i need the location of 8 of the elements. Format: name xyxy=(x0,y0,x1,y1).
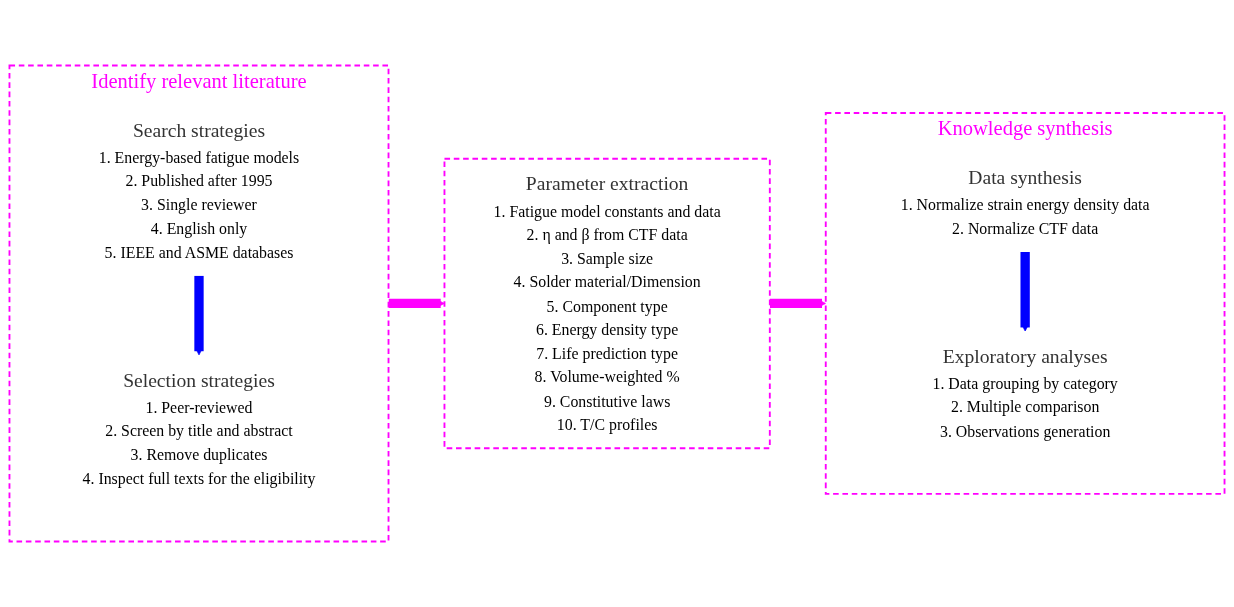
node-text: Data synthesis 1. Normalize strain energy density data 2. Normalize CTF data xyxy=(900,166,1150,238)
node-box: Parameter extraction 1. Fatigue model constants and data 2. η and β from CTF data 3. Sample size 4. Solder material/Dimension 5. Component type 6. Energy density type 7. Life prediction type 8. Volume-weighted % 9. Constitutive laws 10. T/C profiles xyxy=(443,157,771,450)
arrow xyxy=(388,298,445,309)
node-text: Selection strategies 1. Peer-reviewed 2. Screen by title and abstract 3. Remove duplicates 4. Inspect full texts for the eligibility xyxy=(82,369,316,488)
node-text: Exploratory analyses 1. Data grouping by category 2. Multiple comparison 3. Observations generation xyxy=(932,345,1118,440)
arrow xyxy=(194,275,204,356)
arrow xyxy=(1020,252,1030,332)
node-text: Search strategies 1. Energy-based fatigue models 2. Published after 1995 3. Single reviewer 4. English only 5. IEEE and ASME databases xyxy=(98,119,300,262)
